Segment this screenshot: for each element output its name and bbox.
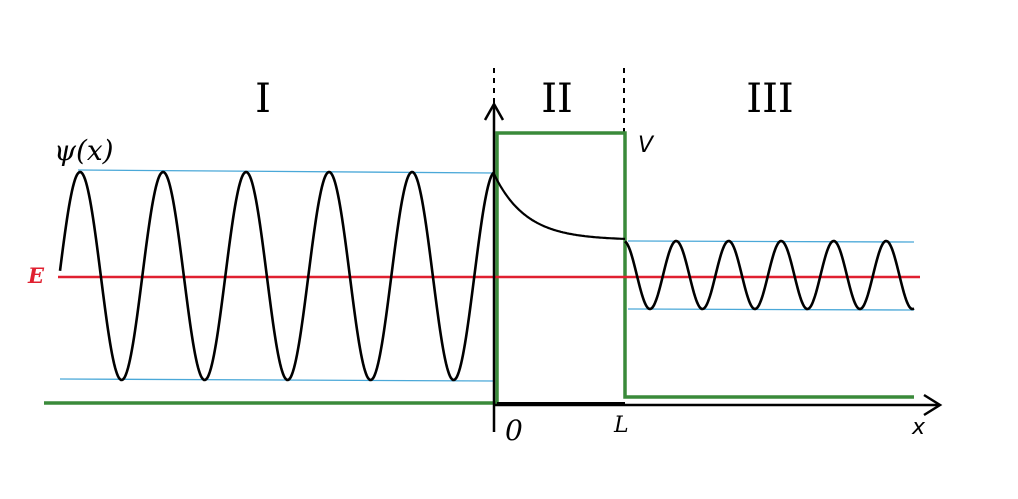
x-axis-arrowhead <box>923 393 943 417</box>
potential-barrier <box>44 131 914 405</box>
wavefunction-region-3 <box>624 239 915 311</box>
wavefunction-region-2-decay <box>493 173 625 240</box>
region-label-2: II <box>541 76 573 122</box>
wavefunction-region-1 <box>58 170 495 382</box>
region-label-3: III <box>746 76 793 122</box>
y-axis-arrowhead <box>483 101 505 121</box>
barrier-end-label: L <box>613 413 629 438</box>
envelope-bottom-region-1 <box>59 378 495 382</box>
wavefunction-label: ψ(x) <box>54 134 114 167</box>
potential-label: V <box>638 133 655 158</box>
region-label-1: I <box>255 76 271 122</box>
x-axis-label: x <box>911 415 926 440</box>
envelope-bottom-region-3 <box>627 308 915 311</box>
envelope-top-region-1 <box>77 169 495 174</box>
origin-label: 0 <box>505 414 523 447</box>
envelope-top-region-3 <box>627 240 915 243</box>
energy-label: E <box>27 263 45 288</box>
